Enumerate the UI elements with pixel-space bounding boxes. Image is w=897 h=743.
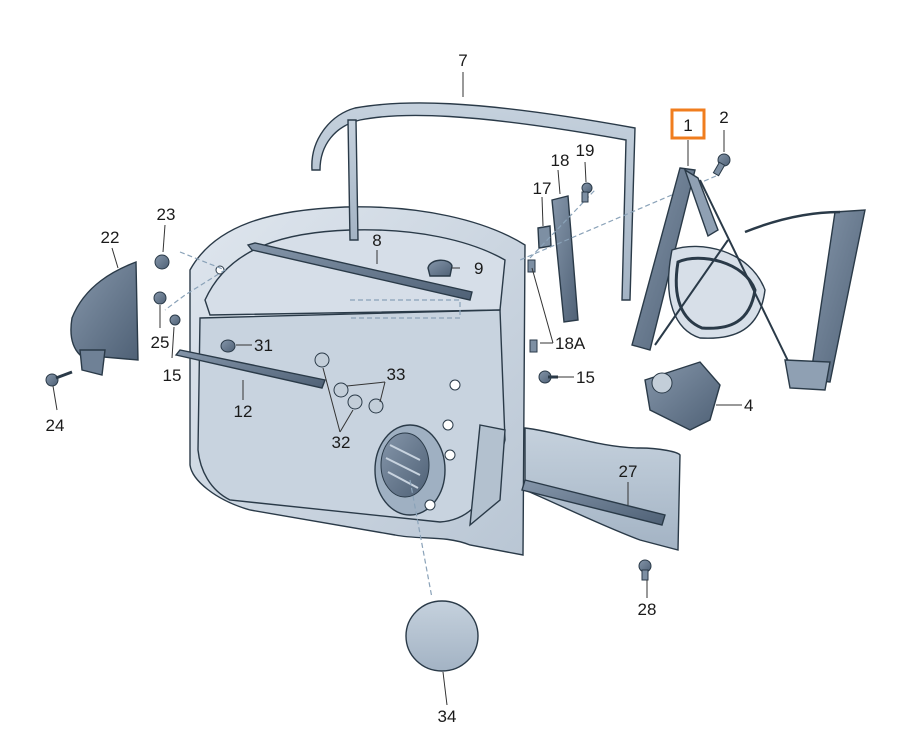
label-31: 31 (254, 336, 273, 355)
screw-15-left (169, 314, 181, 326)
lower-seal-bar (174, 349, 326, 389)
label-7: 7 (458, 51, 467, 70)
label-15-left: 15 (163, 366, 182, 385)
clip-25 (153, 291, 167, 305)
label-1: 1 (683, 116, 692, 135)
label-25: 25 (151, 333, 170, 352)
plug-33b (368, 398, 384, 414)
label-4: 4 (744, 396, 753, 415)
label-15-right: 15 (576, 368, 595, 387)
clip-18a-lower (529, 339, 538, 353)
screw-24 (45, 370, 73, 387)
label-28: 28 (638, 600, 657, 619)
label-32: 32 (332, 433, 351, 452)
label-2: 2 (719, 108, 728, 127)
leader-lines (52, 72, 742, 706)
label-27: 27 (619, 462, 638, 481)
label-8: 8 (372, 231, 381, 250)
window-motor (644, 361, 721, 431)
label-34: 34 (438, 707, 457, 726)
plug-31 (220, 339, 236, 353)
speaker-cover (405, 600, 479, 672)
label-23: 23 (157, 205, 176, 224)
nut-23 (154, 254, 170, 270)
label-17: 17 (533, 179, 552, 198)
highlight-box (670, 108, 706, 140)
label-22: 22 (101, 228, 120, 247)
label-33: 33 (387, 365, 406, 384)
screw-2 (712, 153, 731, 177)
clip-9 (427, 259, 453, 277)
mirror-cover (70, 260, 139, 361)
labels: 1 2 4 7 8 9 12 15 15 17 18 18A 19 22 23 … (46, 51, 754, 726)
window-regulator (631, 167, 866, 391)
label-24: 24 (46, 416, 65, 435)
window-seal-strip (246, 242, 473, 301)
label-18a: 18A (555, 334, 586, 353)
glass-channel (551, 195, 579, 323)
clip-18a-upper (527, 259, 536, 273)
plug-33a (333, 382, 349, 398)
label-9: 9 (474, 259, 483, 278)
plug-32b (347, 394, 363, 410)
label-19: 19 (576, 141, 595, 160)
bracket-17 (537, 225, 552, 249)
label-18: 18 (551, 151, 570, 170)
label-12: 12 (234, 402, 253, 421)
screw-15-right (538, 370, 558, 384)
screw-19 (581, 182, 593, 203)
window-guide-frame (311, 102, 636, 301)
plug-32a (314, 352, 330, 368)
screw-28 (638, 559, 652, 581)
